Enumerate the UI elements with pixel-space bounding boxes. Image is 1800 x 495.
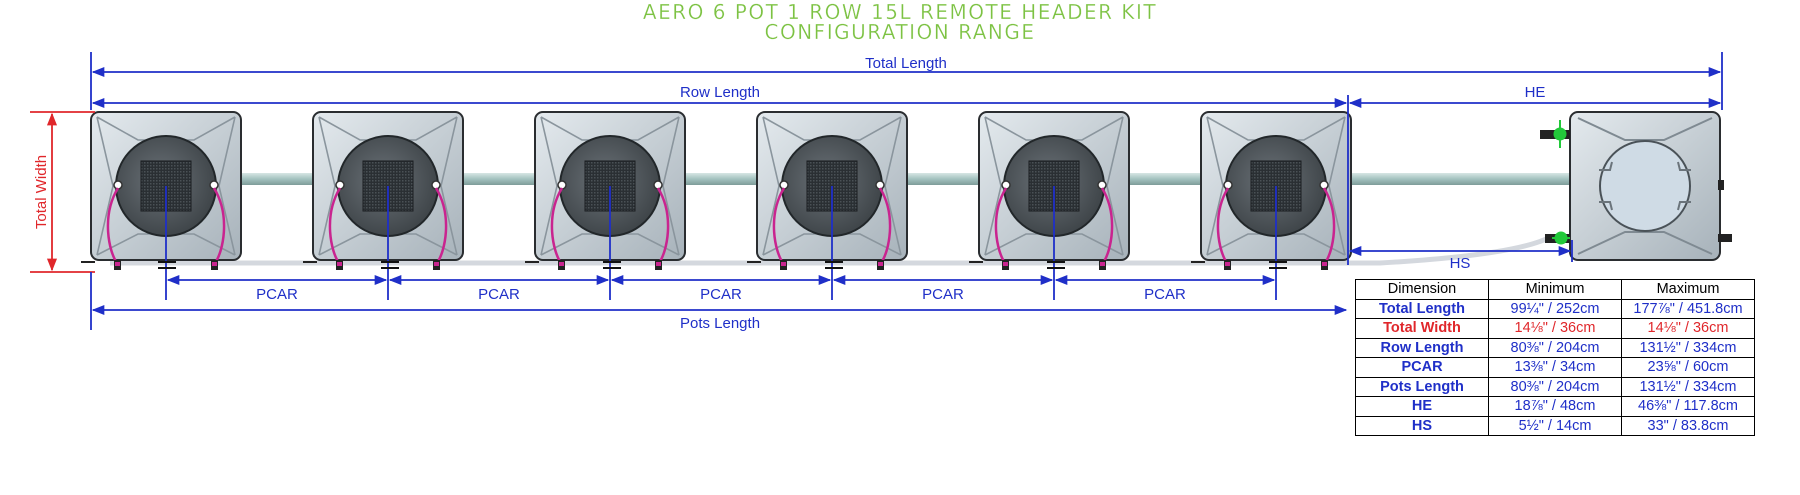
row-min: 18⅞" / 48cm xyxy=(1488,396,1622,417)
table-row: HE 18⅞" / 48cm 46⅜" / 117.8cm xyxy=(1355,396,1755,417)
he-label: HE xyxy=(1525,84,1546,101)
he-dimension: HE xyxy=(1348,84,1722,109)
table-row: Pots Length 80⅜" / 204cm 131½" / 334cm xyxy=(1355,376,1755,397)
drain-clamps xyxy=(158,261,1287,269)
pots-length-label: Pots Length xyxy=(680,315,760,332)
table-header-maximum: Maximum xyxy=(1621,279,1755,300)
total-width-dimension: Total Width xyxy=(30,111,95,273)
row-min: 80⅜" / 204cm xyxy=(1488,376,1622,397)
total-length-label: Total Length xyxy=(865,55,947,72)
pcar-label: PCAR xyxy=(256,286,298,303)
valve-bottom xyxy=(1545,231,1570,245)
row-name: Total Length xyxy=(1355,298,1489,319)
row-name: HE xyxy=(1355,396,1489,417)
valve-top xyxy=(1540,120,1570,148)
row-min: 5½" / 14cm xyxy=(1488,415,1622,436)
pcar-dimension: PCAR xyxy=(166,274,388,303)
table-row: Total Width 14⅛" / 36cm 14⅛" / 36cm xyxy=(1355,318,1755,339)
pcar-label: PCAR xyxy=(922,286,964,303)
table-row: HS 5½" / 14cm 33" / 83.8cm xyxy=(1355,415,1755,436)
pcar-dimension: PCAR xyxy=(610,274,832,303)
pot-2 xyxy=(303,111,464,300)
hs-label: HS xyxy=(1450,255,1471,272)
pcar-dimension: PCAR xyxy=(1054,274,1276,303)
row-min: 99¼" / 252cm xyxy=(1488,298,1622,319)
row-name: Row Length xyxy=(1355,337,1489,358)
table-row: Row Length 80⅜" / 204cm 131½" / 334cm xyxy=(1355,337,1755,358)
pots-length-dimension: Pots Length xyxy=(90,272,1348,332)
table-header-minimum: Minimum xyxy=(1488,279,1622,300)
total-length-dimension: Total Length xyxy=(90,52,1723,110)
pcar-label: PCAR xyxy=(478,286,520,303)
row-name: Pots Length xyxy=(1355,376,1489,397)
pcar-label: PCAR xyxy=(700,286,742,303)
dimension-table: Dimension Minimum Maximum Total Length 9… xyxy=(1355,279,1755,436)
diagram-title-line2: CONFIGURATION RANGE xyxy=(764,20,1036,44)
diagram-title-line1: AERO 6 POT 1 ROW 15L REMOTE HEADER KIT xyxy=(642,0,1158,24)
row-name: PCAR xyxy=(1355,357,1489,378)
hs-dimension: HS xyxy=(1348,240,1573,272)
pot-3 xyxy=(525,111,686,300)
row-max: 131½" / 334cm xyxy=(1621,337,1755,358)
row-min: 80⅜" / 204cm xyxy=(1488,337,1622,358)
header-tank xyxy=(1569,111,1732,261)
row-max: 14⅛" / 36cm xyxy=(1621,318,1755,339)
row-max: 23⅝" / 60cm xyxy=(1621,357,1755,378)
row-name: HS xyxy=(1355,415,1489,436)
table-header-dimension: Dimension xyxy=(1355,279,1489,300)
row-max: 131½" / 334cm xyxy=(1621,376,1755,397)
table-row: PCAR 13⅜" / 34cm 23⅝" / 60cm xyxy=(1355,357,1755,378)
row-min: 14⅛" / 36cm xyxy=(1488,318,1622,339)
pot-4 xyxy=(747,111,908,300)
row-length-dimension: Row Length xyxy=(91,84,1349,265)
row-max: 46⅜" / 117.8cm xyxy=(1621,396,1755,417)
total-width-label: Total Width xyxy=(33,155,50,229)
pcar-dimension: PCAR xyxy=(832,274,1054,303)
pot-1 xyxy=(81,111,242,300)
pcar-label: PCAR xyxy=(1144,286,1186,303)
row-max: 177⅞" / 451.8cm xyxy=(1621,298,1755,319)
pot-5 xyxy=(969,111,1130,300)
row-name: Total Width xyxy=(1355,318,1489,339)
table-row: Total Length 99¼" / 252cm 177⅞" / 451.8c… xyxy=(1355,298,1755,319)
pcar-dimension: PCAR xyxy=(388,274,610,303)
row-length-label: Row Length xyxy=(680,84,760,101)
row-max: 33" / 83.8cm xyxy=(1621,415,1755,436)
row-min: 13⅜" / 34cm xyxy=(1488,357,1622,378)
pot-6 xyxy=(1191,111,1352,300)
